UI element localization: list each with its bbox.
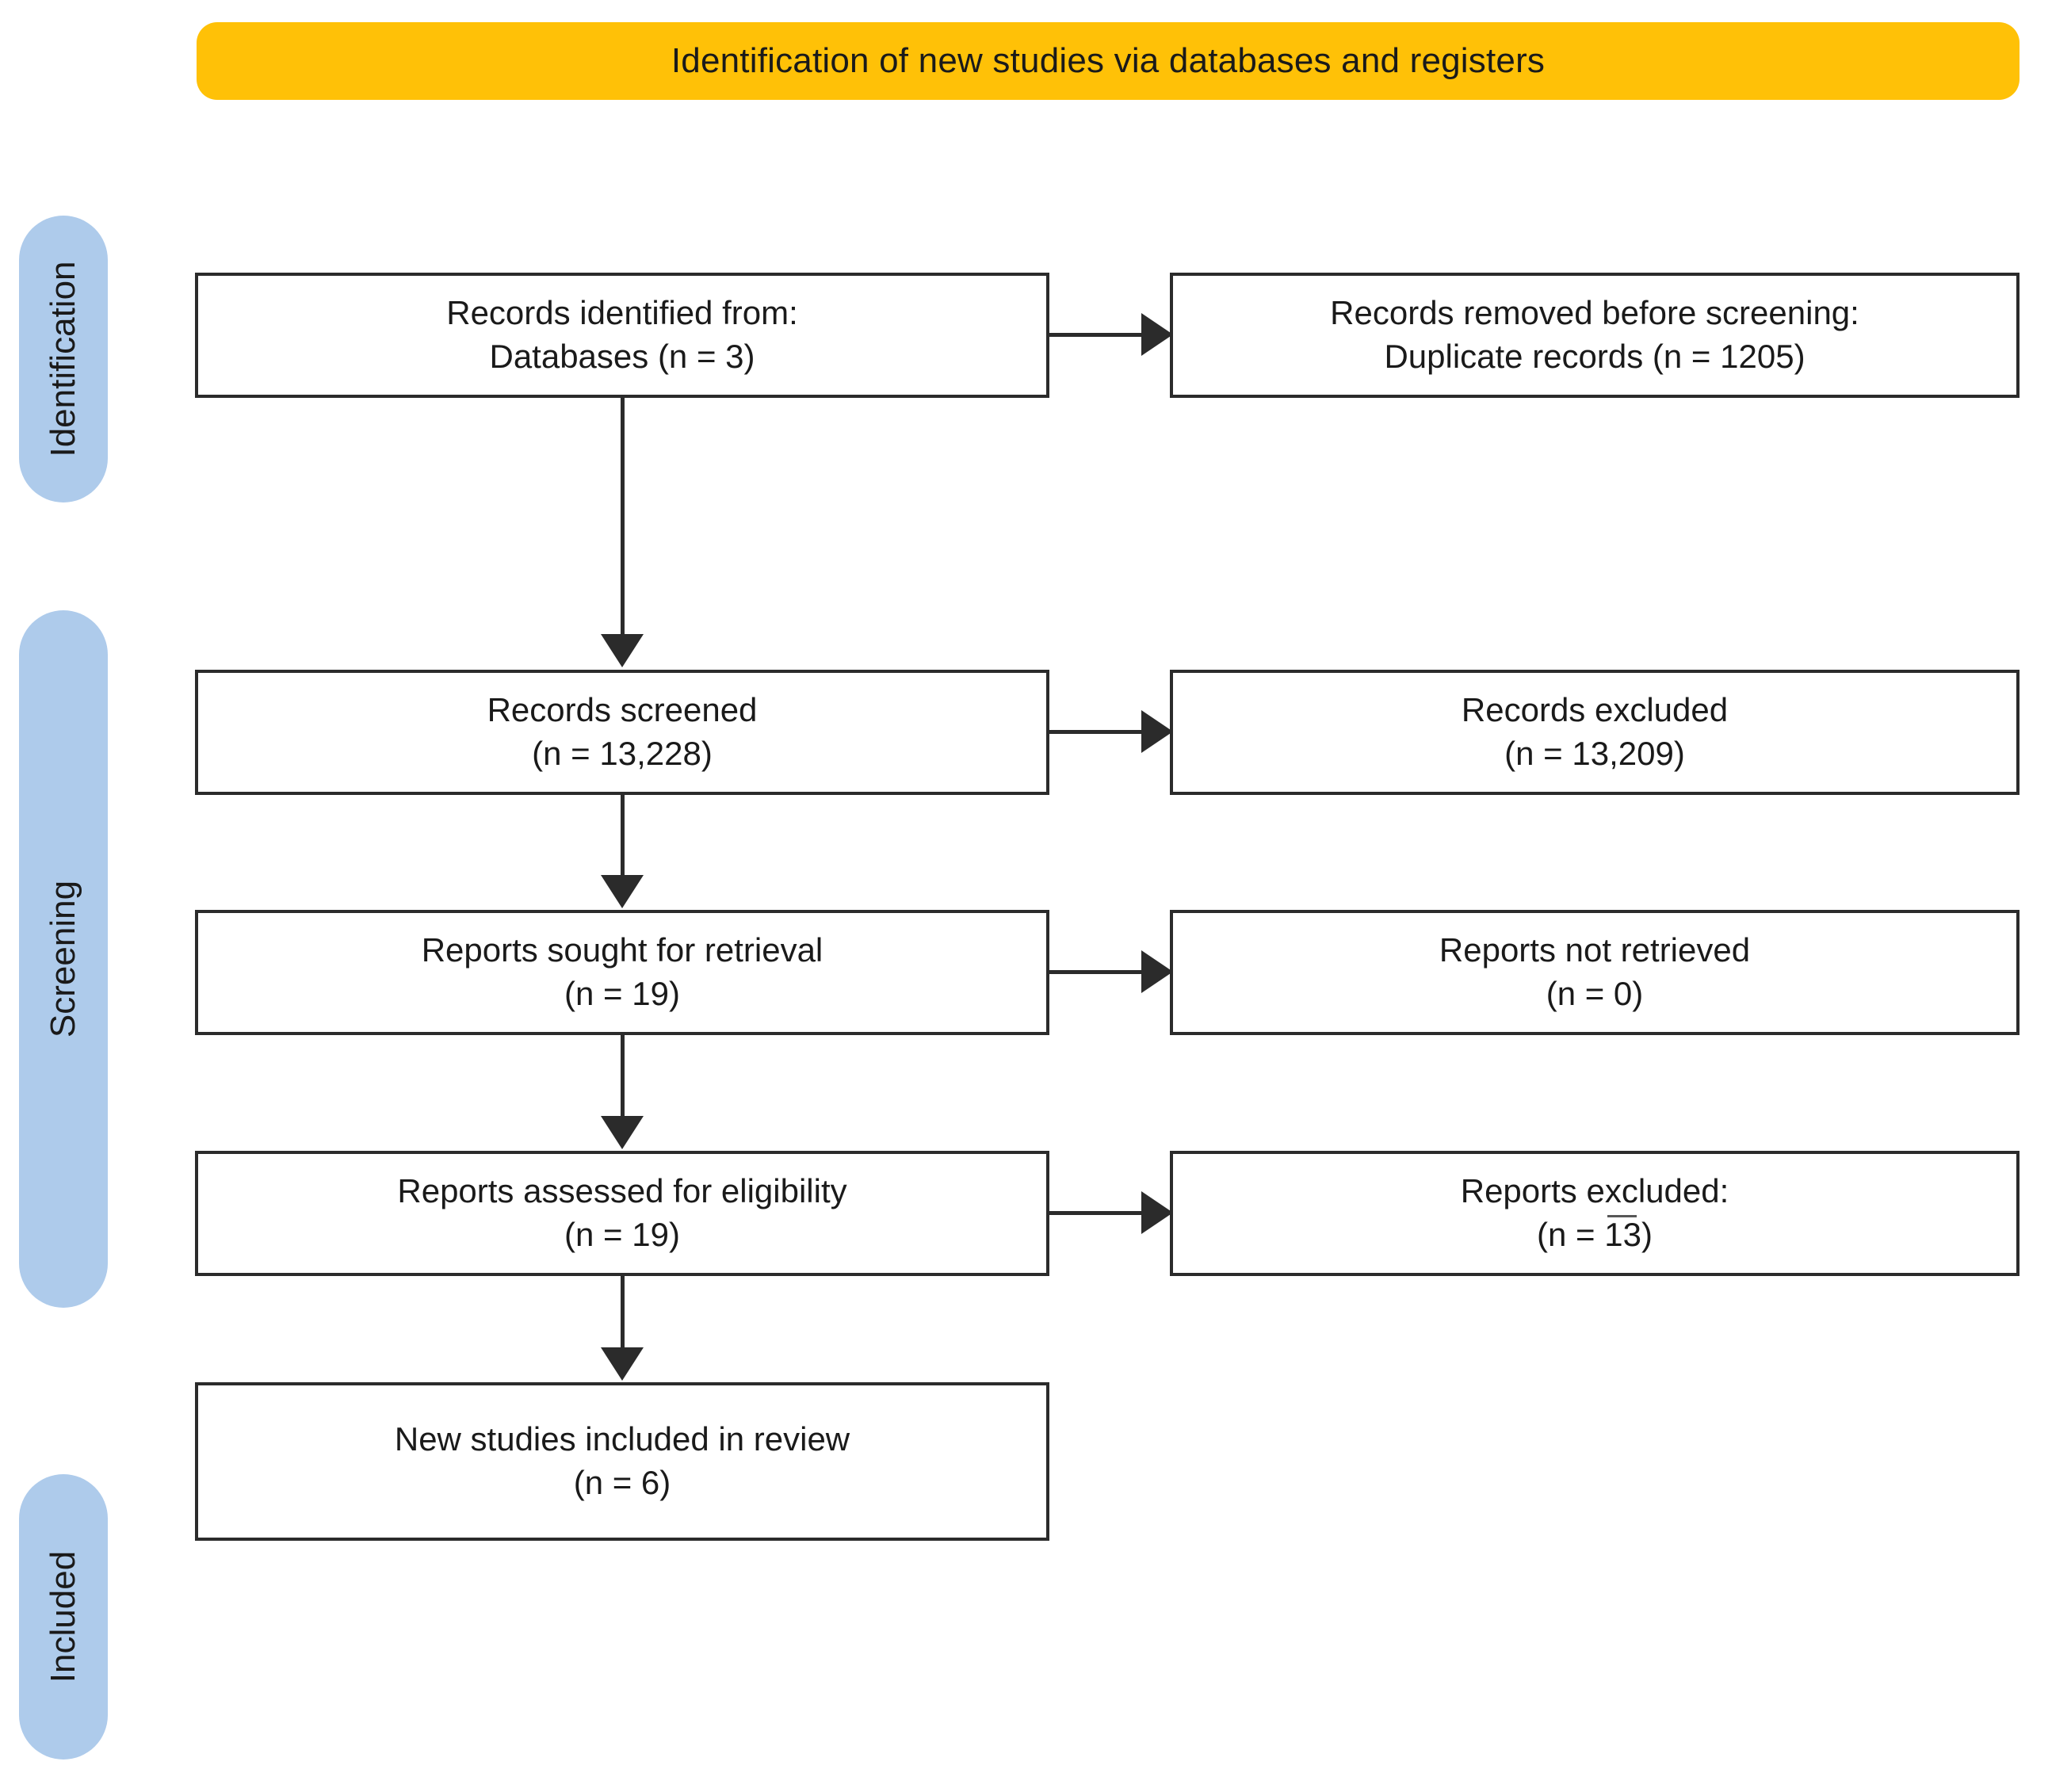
stage-label-identification: Identification xyxy=(44,261,82,457)
node-reports-assessed-line2: (n = 19) xyxy=(564,1216,680,1253)
edge-screened-to-excluded-arrowhead xyxy=(1141,710,1173,753)
node-reports-excluded-value: 13 xyxy=(1604,1213,1641,1257)
node-reports-not-retrieved: Reports not retrieved (n = 0) xyxy=(1170,910,2020,1035)
edge-assessed-to-repexcluded-line xyxy=(1049,1211,1143,1215)
edge-assessed-to-included-line xyxy=(621,1276,625,1349)
edge-sought-to-assessed-line xyxy=(621,1035,625,1118)
edge-sought-to-assessed-arrowhead xyxy=(601,1116,644,1149)
edge-identified-to-removed-line xyxy=(1049,333,1143,337)
node-reports-excluded-prefix: (n = xyxy=(1537,1216,1605,1253)
node-reports-sought-line1: Reports sought for retrieval xyxy=(421,931,823,969)
stage-pill-included: Included xyxy=(19,1474,108,1760)
edge-screened-to-excluded-line xyxy=(1049,730,1143,734)
node-records-excluded-line1: Records excluded xyxy=(1461,691,1729,729)
edge-sought-to-notretrieved-line xyxy=(1049,970,1143,974)
node-reports-not-retrieved-line1: Reports not retrieved xyxy=(1439,931,1751,969)
edge-identified-to-screened-arrowhead xyxy=(601,634,644,667)
node-reports-not-retrieved-line2: (n = 0) xyxy=(1546,975,1644,1012)
node-records-identified: Records identified from: Databases (n = … xyxy=(195,273,1049,398)
node-records-screened-line1: Records screened xyxy=(487,691,758,729)
edge-identified-to-removed-arrowhead xyxy=(1141,313,1173,356)
stage-pill-screening: Screening xyxy=(19,610,108,1308)
stage-pill-identification: Identification xyxy=(19,216,108,502)
node-reports-excluded: Reports excluded: (n = 13) xyxy=(1170,1151,2020,1276)
node-reports-excluded-suffix: ) xyxy=(1641,1216,1653,1253)
node-records-removed: Records removed before screening: Duplic… xyxy=(1170,273,2020,398)
node-records-excluded-line2: (n = 13,209) xyxy=(1504,735,1685,772)
stage-label-included: Included xyxy=(44,1550,82,1683)
node-records-screened-line2: (n = 13,228) xyxy=(532,735,713,772)
edge-screened-to-sought-arrowhead xyxy=(601,875,644,908)
diagram-header-banner: Identification of new studies via databa… xyxy=(197,22,2020,100)
node-new-studies-included: New studies included in review (n = 6) xyxy=(195,1382,1049,1541)
node-reports-excluded-line1: Reports excluded: xyxy=(1460,1172,1729,1210)
node-records-identified-line2: Databases (n = 3) xyxy=(489,338,755,375)
edge-sought-to-notretrieved-arrowhead xyxy=(1141,950,1173,993)
edge-screened-to-sought-line xyxy=(621,795,625,877)
edge-assessed-to-included-arrowhead xyxy=(601,1347,644,1381)
node-records-removed-line1: Records removed before screening: xyxy=(1330,294,1859,332)
diagram-title: Identification of new studies via databa… xyxy=(671,41,1546,80)
stage-label-screening: Screening xyxy=(44,880,82,1038)
node-reports-sought-line2: (n = 19) xyxy=(564,975,680,1012)
node-records-removed-line2: Duplicate records (n = 1205) xyxy=(1384,338,1806,375)
edge-identified-to-screened-line xyxy=(621,398,625,636)
node-reports-excluded-line2: (n = 13) xyxy=(1537,1213,1653,1257)
node-new-studies-included-line1: New studies included in review xyxy=(394,1420,850,1458)
node-reports-assessed: Reports assessed for eligibility (n = 19… xyxy=(195,1151,1049,1276)
node-records-excluded: Records excluded (n = 13,209) xyxy=(1170,670,2020,795)
node-records-identified-line1: Records identified from: xyxy=(446,294,798,332)
node-reports-assessed-line1: Reports assessed for eligibility xyxy=(397,1172,847,1210)
node-records-screened: Records screened (n = 13,228) xyxy=(195,670,1049,795)
node-reports-sought: Reports sought for retrieval (n = 19) xyxy=(195,910,1049,1035)
edge-assessed-to-repexcluded-arrowhead xyxy=(1141,1191,1173,1234)
node-new-studies-included-line2: (n = 6) xyxy=(573,1464,671,1501)
